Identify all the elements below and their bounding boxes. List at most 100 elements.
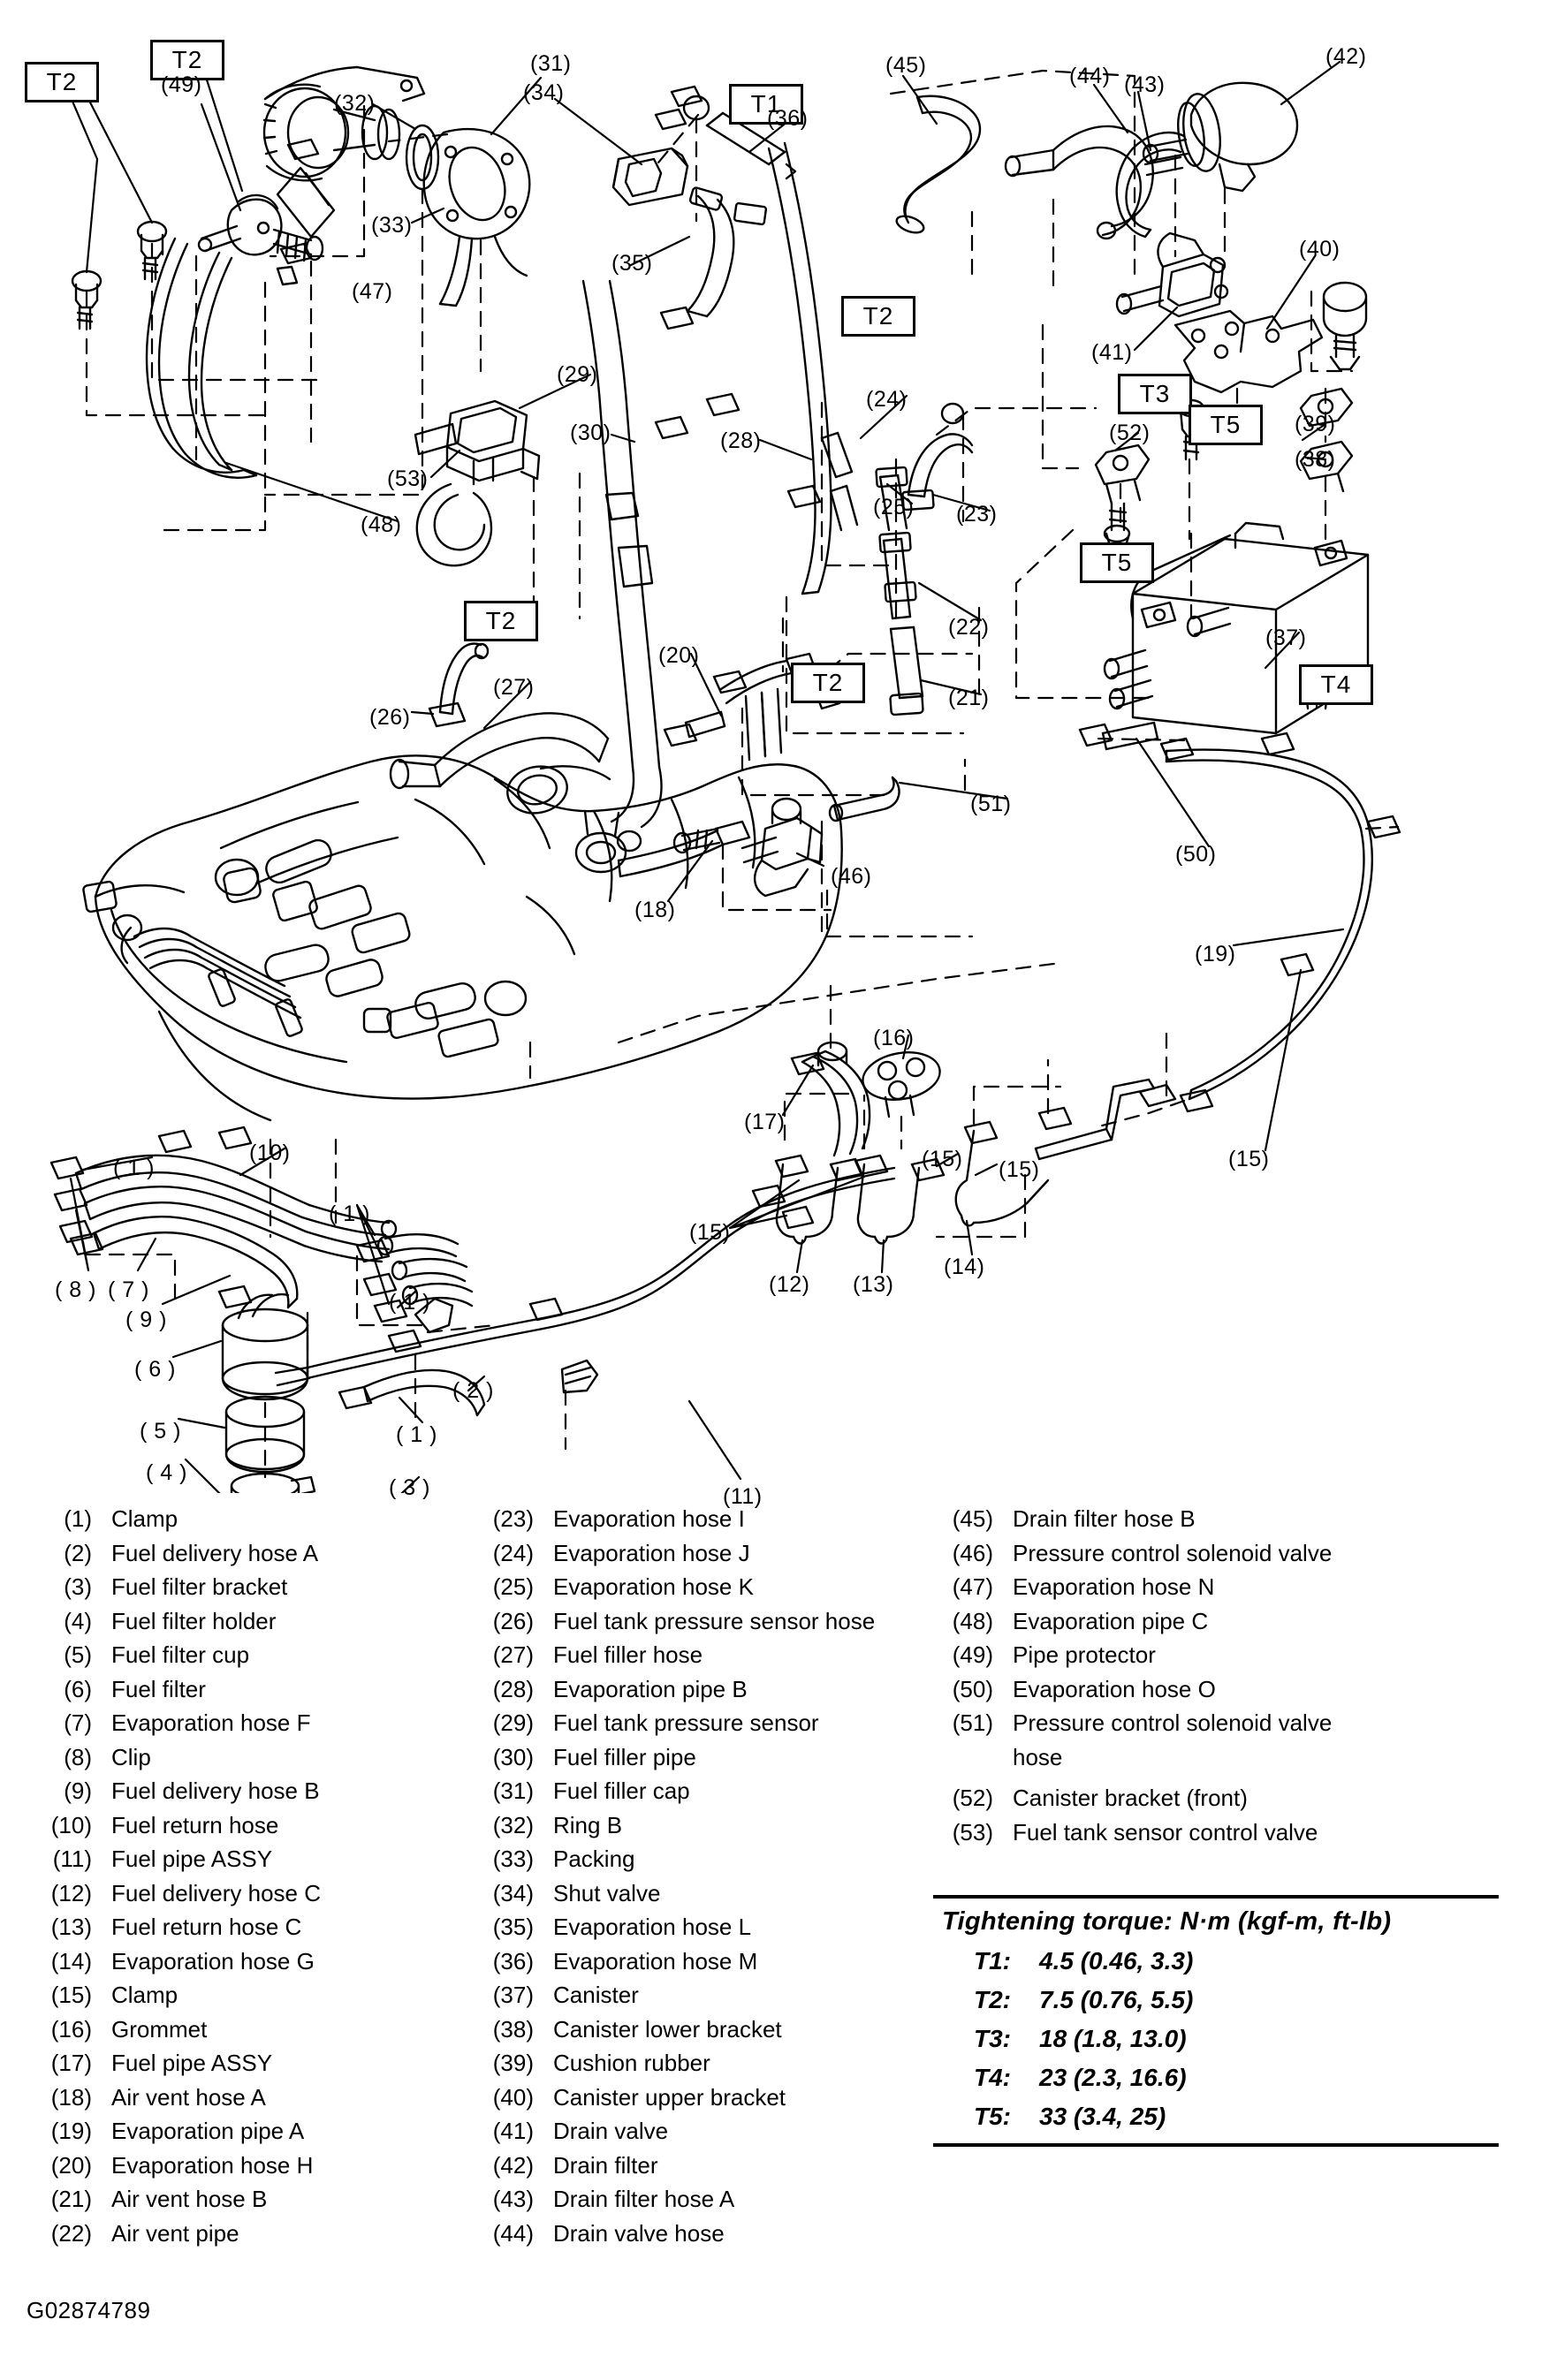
part-name: Fuel delivery hose A <box>111 1539 319 1566</box>
parts-list-item: (3)Fuel filter bracket <box>27 1570 477 1604</box>
torque-key: T4: <box>974 2064 1011 2091</box>
torque-tag-t4: T4 <box>1299 664 1373 705</box>
part-number: (29) <box>492 1709 534 1736</box>
parts-list-item: (42)Drain filter <box>468 2149 928 2183</box>
part-number: (9) <box>64 1777 92 1804</box>
part-name: Grommet <box>111 2015 208 2043</box>
torque-tag-t2-e: T2 <box>791 663 865 703</box>
torque-key: T2: <box>974 1986 1011 2013</box>
part-number: (6) <box>64 1675 92 1702</box>
evaporation-pipe-C <box>71 220 258 479</box>
fuel-tank-sensor-control-valve-hose <box>415 482 493 567</box>
part-name: Clamp <box>111 1505 178 1532</box>
parts-list-item: (7)Evaporation hose F <box>27 1706 477 1740</box>
part-name: Fuel delivery hose B <box>111 1777 320 1804</box>
torque-row: T2:7.5 (0.76, 5.5) <box>933 1981 1499 2020</box>
part-name: Fuel filter bracket <box>111 1573 288 1600</box>
clamp-top-cluster <box>654 85 797 226</box>
part-number: (11) <box>52 1846 92 1872</box>
part-name: Evaporation hose O <box>1013 1675 1216 1702</box>
part-number: (49) <box>952 1641 993 1668</box>
part-number: (13) <box>50 1914 92 1940</box>
callout-51: (51) <box>970 792 1012 816</box>
parts-list-item: (8)Clip <box>27 1740 477 1775</box>
torque-table-title: Tightening torque: N·m (kgf-m, ft-lb) <box>942 1907 1392 1936</box>
part-number: (12) <box>50 1879 92 1906</box>
part-name: Shut valve <box>553 1879 661 1906</box>
fuel-tank-body <box>82 754 843 1122</box>
part-number: (48) <box>952 1607 993 1634</box>
torque-value: 23 (2.3, 16.6) <box>1039 2064 1187 2091</box>
part-name: Evaporation hose I <box>553 1505 745 1532</box>
fuel-filter-assembly <box>221 1292 316 1493</box>
torque-tag-t2-c: T2 <box>841 296 915 337</box>
parts-list-item: (22)Air vent pipe <box>27 2217 477 2251</box>
part-number: (28) <box>492 1675 534 1702</box>
callout-30: (30) <box>570 421 611 445</box>
torque-table-bottom-rule <box>933 2143 1499 2147</box>
part-name: Pressure control solenoid valve <box>1013 1539 1333 1566</box>
part-name: Evaporation hose G <box>111 1947 315 1974</box>
part-name: Fuel filter cup <box>111 1641 250 1668</box>
parts-list-item: (29)Fuel tank pressure sensor <box>468 1706 928 1740</box>
torque-key: T3: <box>974 2025 1011 2052</box>
parts-list-item: (6)Fuel filter <box>27 1672 477 1707</box>
parts-list-item: (19)Evaporation pipe A <box>27 2114 477 2149</box>
torque-tag-t2-a: T2 <box>25 62 99 102</box>
parts-list-item: (50)Evaporation hose O <box>928 1672 1343 1707</box>
part-number: (20) <box>50 2151 92 2179</box>
parts-list-item: (16)Grommet <box>27 2012 477 2047</box>
callout-1-c: ( 1 ) <box>389 1290 430 1315</box>
callout-5: ( 5 ) <box>140 1419 181 1444</box>
part-name: Pipe protector <box>1013 1641 1156 1668</box>
part-number: (46) <box>952 1539 993 1566</box>
part-number: (34) <box>492 1879 534 1906</box>
part-name: Evaporation hose M <box>553 1947 758 1974</box>
fuel-filler-hose <box>389 712 610 790</box>
part-name: Evaporation hose J <box>553 1539 750 1566</box>
part-number: (41) <box>492 2118 534 2144</box>
parts-list-item: (27)Fuel filler hose <box>468 1638 928 1672</box>
parts-list-item: (17)Fuel pipe ASSY <box>27 2046 477 2081</box>
callout-1-d: ( 1 ) <box>396 1422 437 1447</box>
part-number: (32) <box>492 1811 534 1838</box>
callout-11: (11) <box>723 1484 763 1509</box>
parts-list-item: (2)Fuel delivery hose A <box>27 1536 477 1571</box>
callout-14: (14) <box>944 1254 985 1279</box>
parts-list-item: (38)Canister lower bracket <box>468 2012 928 2047</box>
parts-list-item: (36)Evaporation hose M <box>468 1944 928 1979</box>
parts-list-column-2: (23)Evaporation hose I (24)Evaporation h… <box>468 1502 928 2250</box>
callout-25: (25) <box>873 495 915 519</box>
callout-15-d: (15) <box>1228 1147 1270 1171</box>
callout-47: (47) <box>352 279 393 304</box>
part-name: Drain filter hose B <box>1013 1505 1196 1532</box>
part-name: Clip <box>111 1743 151 1770</box>
part-name: Fuel return hose C <box>111 1914 302 1940</box>
part-name: Evaporation pipe A <box>111 2118 305 2144</box>
part-name: Fuel pipe ASSY <box>111 1846 273 1872</box>
part-name-line2: hose <box>1013 1743 1063 1770</box>
part-name: Fuel filler cap <box>553 1777 690 1804</box>
parts-list-item: (4)Fuel filter holder <box>27 1604 477 1639</box>
part-number: (27) <box>492 1641 534 1668</box>
drain-filter-assembly <box>895 81 1299 240</box>
part-name: Packing <box>553 1846 635 1872</box>
fuel-filler-pipe <box>581 279 663 829</box>
torque-tag-t5-b: T5 <box>1080 542 1154 583</box>
callout-13: (13) <box>853 1272 894 1297</box>
parts-list-item: (33) Packing <box>468 1842 928 1876</box>
torque-tag-t3: T3 <box>1118 374 1192 414</box>
parts-list-item: (48)Evaporation pipe C <box>928 1604 1343 1639</box>
part-number: (33) <box>492 1846 534 1872</box>
parts-list-item: (34) Shut valve <box>468 1876 928 1911</box>
part-number: (37) <box>492 1982 534 2008</box>
callout-33: (33) <box>371 213 413 238</box>
parts-list-item: (32)Ring B <box>468 1808 928 1843</box>
drain-valve <box>1115 231 1229 318</box>
cushion-rubber-top <box>1322 281 1368 371</box>
callout-22: (22) <box>948 615 990 640</box>
torque-row: T4: 23 (2.3, 16.6) <box>933 2058 1499 2097</box>
torque-tag-t2-b: T2 <box>150 40 224 80</box>
evaporation-hose-G <box>954 1106 1073 1227</box>
callout-8: ( 8 ) <box>55 1277 96 1302</box>
